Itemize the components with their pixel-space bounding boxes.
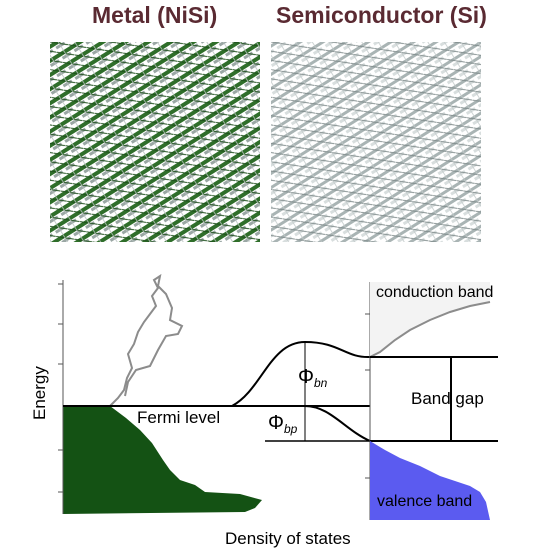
y-axis-label: Energy: [30, 366, 49, 420]
barrier-p-label: Φbp: [268, 412, 298, 436]
semiconductor-crystal-image: [271, 42, 481, 242]
band-gap-label: Band gap: [411, 389, 484, 408]
semiconductor-title: Semiconductor (Si): [276, 2, 487, 28]
x-axis-label: Density of states: [225, 529, 351, 548]
conduction-band-label: conduction band: [376, 284, 493, 301]
valence-band-fill: [370, 441, 490, 520]
barrier-n-label: Φbn: [298, 366, 328, 390]
fermi-level-label: Fermi level: [137, 408, 220, 427]
band-diagram: Energy Fermi level Φbn Φbp conduction ba…: [30, 273, 498, 548]
conduction-band-curve: [369, 301, 491, 358]
metal-filled-states: [63, 406, 262, 514]
metal-dos-curve: [109, 273, 184, 407]
barrier-p-curve: [304, 405, 371, 442]
metal-crystal-image: [50, 42, 260, 242]
metal-title: Metal (NiSi): [92, 2, 218, 28]
valence-band-label: valence band: [377, 493, 472, 510]
